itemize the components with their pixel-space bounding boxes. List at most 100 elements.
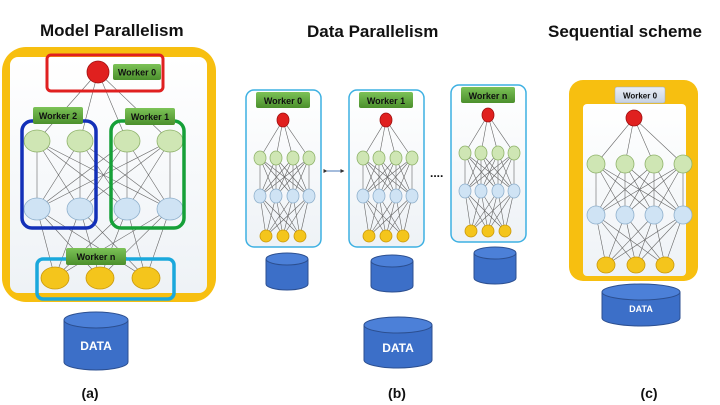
dp-worker-0-label: Worker 0 — [264, 96, 302, 106]
dp2-node-layer0 — [481, 107, 495, 123]
model-connection — [54, 208, 128, 279]
model-worker-0-tag: Worker 0 — [113, 64, 161, 80]
dp2-node-layer1 — [458, 145, 472, 161]
dp0-node-layer1 — [302, 150, 316, 166]
dp2-node-layer3 — [464, 224, 478, 238]
dp-workern-network — [458, 107, 521, 238]
model-connection — [97, 71, 128, 142]
seq-connection — [605, 214, 655, 266]
dp1-connection — [378, 157, 413, 197]
model-worker-n-tag: Worker n — [66, 248, 126, 265]
model-data-label: DATA — [80, 339, 112, 353]
model-worker-2-label: Worker 2 — [39, 111, 77, 121]
seq-node-layer0 — [625, 109, 643, 127]
model-worker-2-tag: Worker 2 — [33, 107, 83, 124]
model-data-storage: DATA — [63, 311, 129, 371]
dp-worker-1-label: Worker 1 — [367, 96, 405, 106]
model-connection — [126, 208, 147, 279]
seq-data-storage: DATA — [601, 283, 681, 327]
dp-workern-cylinder — [473, 246, 517, 285]
seq-node-layer3 — [596, 256, 616, 274]
dp0-node-layer1 — [286, 150, 300, 166]
dp2-connection — [487, 190, 515, 232]
dp0-connection — [259, 157, 310, 197]
model-node-layer2 — [156, 197, 184, 221]
model-connection — [126, 140, 171, 210]
model-connection — [97, 71, 171, 142]
dp2-node-layer1 — [474, 145, 488, 161]
model-node-layer1 — [113, 129, 141, 153]
dp2-node-layer3 — [498, 224, 512, 238]
dp1-node-layer3 — [362, 229, 376, 243]
dp-worker-n-tag: Worker n — [461, 87, 515, 103]
dp1-connection — [385, 195, 413, 237]
title-sequential-scheme: Sequential scheme — [548, 22, 702, 41]
dp0-connection — [259, 195, 301, 237]
dp-data-label: DATA — [382, 341, 414, 355]
dp0-connection — [259, 195, 284, 237]
dp1-connection — [362, 195, 404, 237]
seq-inner-panel — [583, 104, 686, 276]
seq-node-layer2 — [673, 205, 693, 225]
model-connection — [145, 208, 171, 279]
model-connection — [36, 208, 56, 279]
dp1-node-layer0 — [379, 112, 393, 128]
dp2-node-layer2 — [474, 183, 488, 199]
seq-node-layer2 — [644, 205, 664, 225]
seq-connection — [595, 214, 637, 266]
model-node-layer1 — [156, 129, 184, 153]
title-model-parallelism: Model Parallelism — [40, 21, 184, 40]
seq-connection — [633, 117, 684, 165]
seq-worker-0-label: Worker 0 — [623, 92, 658, 101]
seq-node-layer1 — [615, 154, 635, 174]
dp2-connection — [470, 190, 515, 232]
model-connection — [36, 208, 147, 279]
model-connection — [36, 71, 99, 142]
dp1-connection — [362, 157, 397, 197]
dp2-node-layer1 — [507, 145, 521, 161]
seq-data-label: DATA — [629, 304, 653, 314]
seq-connection — [635, 214, 684, 266]
dp-ellipsis: .... — [430, 166, 443, 180]
seq-node-layer2 — [586, 205, 606, 225]
dp-worker-n-label: Worker n — [469, 91, 508, 101]
model-connection — [36, 208, 101, 279]
seq-connection — [595, 163, 684, 216]
dp1-connection — [368, 195, 413, 237]
model-node-layer3 — [85, 266, 115, 290]
dp1-node-layer1 — [405, 150, 419, 166]
model-connection — [99, 208, 171, 279]
model-connection — [36, 140, 81, 210]
model-worker-n-label: Worker n — [77, 252, 116, 262]
dp0-node-layer2 — [302, 188, 316, 204]
dp2-node-layer1 — [491, 145, 505, 161]
dp-worker0-network — [253, 112, 316, 243]
model-node-layer2 — [113, 197, 141, 221]
model-node-layer1 — [66, 129, 94, 153]
title-data-parallelism: Data Parallelism — [307, 22, 438, 41]
dp0-node-layer2 — [269, 188, 283, 204]
dp0-node-layer2 — [253, 188, 267, 204]
dp1-node-layer1 — [372, 150, 386, 166]
dp0-connection — [259, 119, 284, 159]
model-node-layer1 — [23, 129, 51, 153]
seq-node-layer1 — [586, 154, 606, 174]
dp0-node-layer3 — [276, 229, 290, 243]
dp2-node-layer2 — [507, 183, 521, 199]
dp0-connection — [275, 157, 310, 197]
dp1-node-layer1 — [389, 150, 403, 166]
dp0-connection — [282, 195, 310, 237]
seq-worker-0-tag: Worker 0 — [614, 86, 666, 104]
dp-data-storage: DATA — [363, 316, 433, 369]
dp1-connection — [362, 195, 387, 237]
model-connection — [79, 208, 101, 279]
dp2-connection — [464, 152, 515, 192]
seq-connection — [653, 163, 684, 216]
dp2-connection — [470, 190, 499, 232]
seq-node-layer3 — [655, 256, 675, 274]
dp-worker-0-tag: Worker 0 — [256, 92, 310, 108]
dp1-connection — [368, 195, 397, 237]
dp0-node-layer3 — [259, 229, 273, 243]
caption-b: (b) — [388, 385, 406, 401]
dp0-node-layer1 — [269, 150, 283, 166]
